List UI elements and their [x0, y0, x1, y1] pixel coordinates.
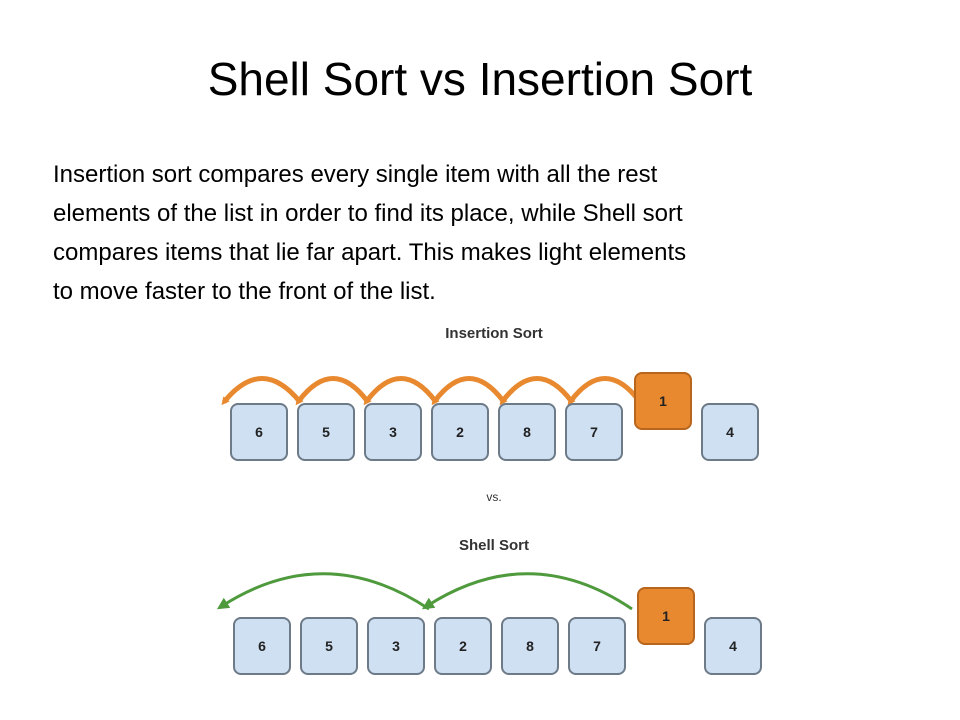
vs-label: vs.	[486, 490, 501, 504]
page-title: Shell Sort vs Insertion Sort	[207, 53, 753, 105]
shell-cell	[704, 617, 762, 675]
shell-cell	[501, 617, 559, 675]
shell-arrows	[216, 572, 633, 611]
insertion-arrow	[295, 376, 371, 406]
shell-sort-label: Shell Sort	[459, 537, 529, 554]
shell-cell	[568, 617, 626, 675]
insertion-cell	[297, 403, 355, 461]
description-line: compares items that lie far apart. This …	[53, 239, 687, 266]
insertion-active-cell	[634, 372, 692, 430]
shell-cells: 6 5 3 2 8 7 4 1	[233, 587, 762, 675]
insertion-arrow	[221, 376, 302, 406]
insertion-cells: 6 5 3 2 8 7 4 1	[230, 372, 759, 461]
shell-cell-value: 3	[392, 638, 400, 654]
shell-cell-value: 6	[258, 638, 266, 654]
description-line: to move faster to the front of the list.	[53, 278, 436, 305]
insertion-cell-value: 2	[456, 424, 464, 440]
shell-cell	[233, 617, 291, 675]
insertion-cell-value: 4	[726, 424, 734, 440]
insertion-arrow	[431, 376, 507, 406]
insertion-cell-value: 6	[255, 424, 263, 440]
insertion-cell	[701, 403, 759, 461]
description-line: elements of the list in order to find it…	[53, 200, 683, 227]
shell-arrow	[216, 572, 430, 611]
shell-active-value: 1	[662, 608, 670, 624]
insertion-arrow	[567, 376, 643, 406]
insertion-cell	[498, 403, 556, 461]
shell-cell	[300, 617, 358, 675]
insertion-cell-value: 8	[523, 424, 531, 440]
shell-cell-value: 4	[729, 638, 737, 654]
insertion-cell	[565, 403, 623, 461]
shell-cell	[434, 617, 492, 675]
insertion-arrow	[499, 376, 575, 406]
shell-cell-value: 5	[325, 638, 333, 654]
insertion-cell	[364, 403, 422, 461]
insertion-cell-value: 5	[322, 424, 330, 440]
insertion-cell	[230, 403, 288, 461]
shell-active-cell	[637, 587, 695, 645]
shell-cell-value: 7	[593, 638, 601, 654]
shell-cell-value: 8	[526, 638, 534, 654]
insertion-cell-value: 7	[590, 424, 598, 440]
insertion-cell	[431, 403, 489, 461]
shell-cell	[367, 617, 425, 675]
description: Insertion sort compares every single ite…	[53, 155, 913, 311]
shell-arrow	[421, 572, 633, 611]
insertion-sort-label: Insertion Sort	[445, 325, 543, 342]
shell-cell-value: 2	[459, 638, 467, 654]
insertion-cell-value: 3	[389, 424, 397, 440]
description-line: Insertion sort compares every single ite…	[53, 161, 658, 188]
insertion-arrows	[221, 376, 643, 406]
insertion-arrow	[363, 376, 439, 406]
insertion-active-value: 1	[659, 393, 667, 409]
